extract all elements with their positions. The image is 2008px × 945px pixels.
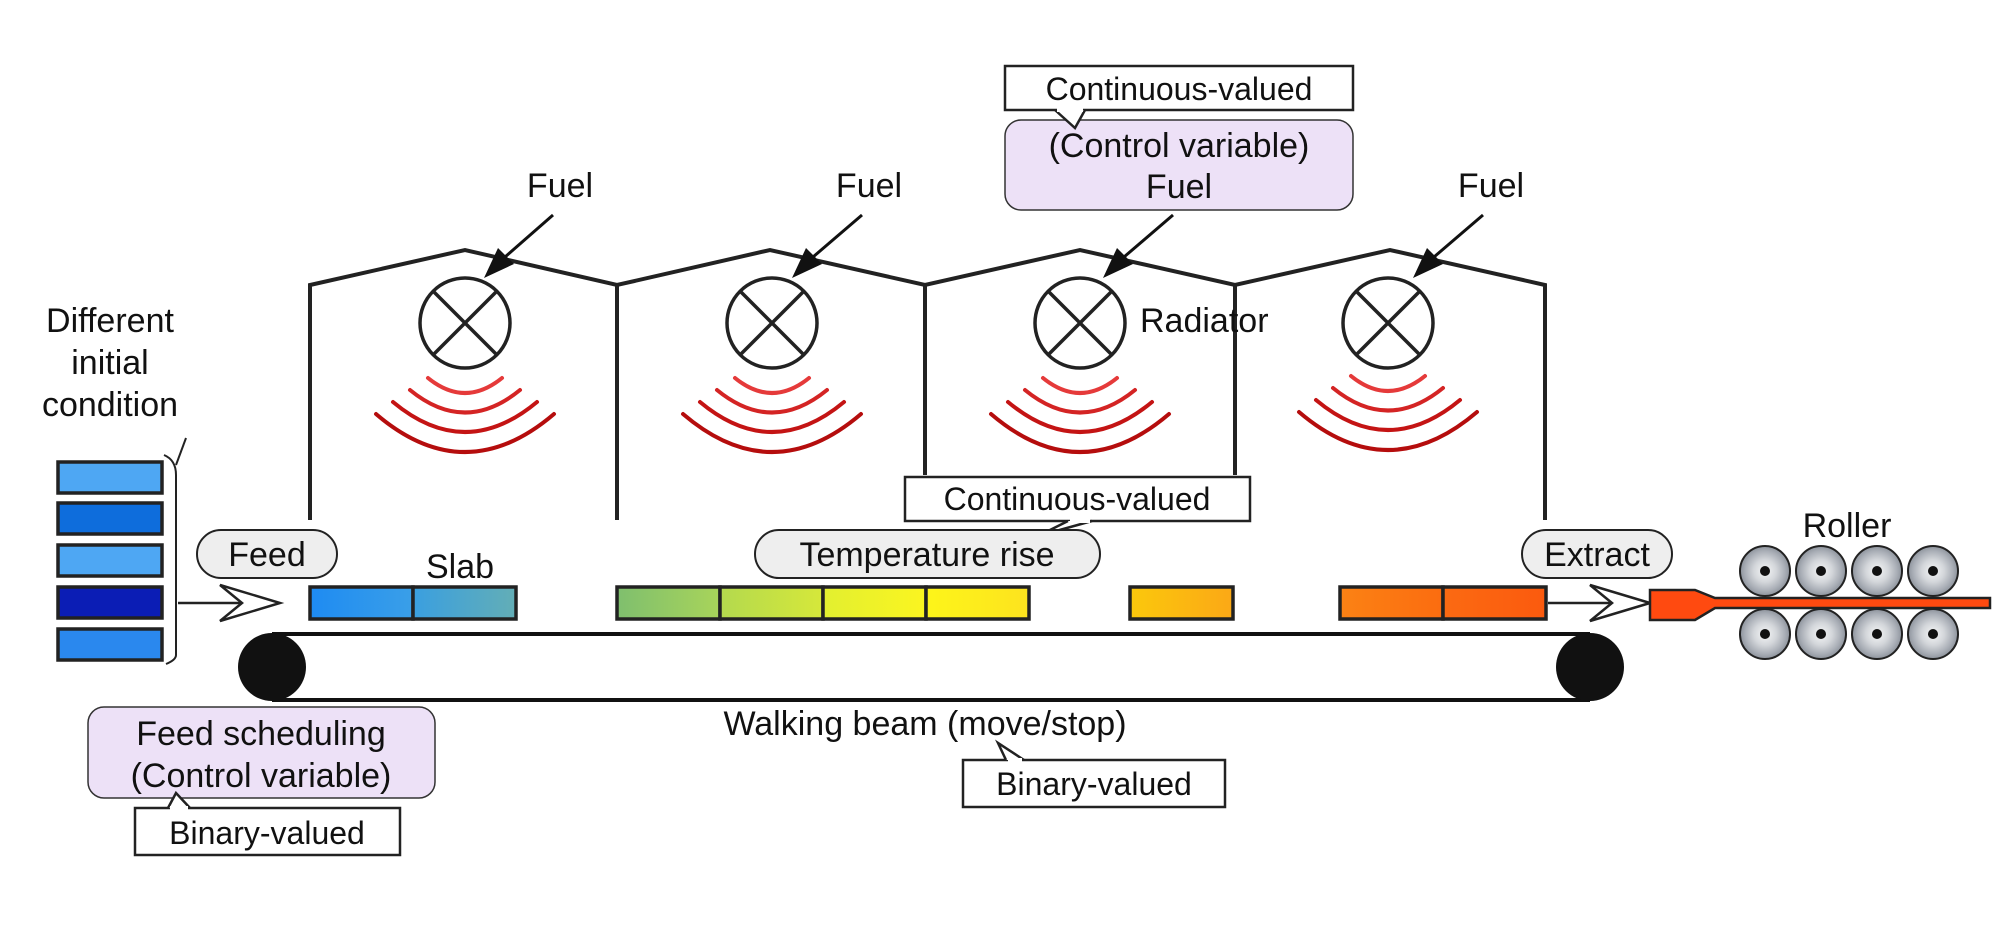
slab — [924, 585, 1031, 621]
roller-icon — [1851, 545, 1903, 597]
temperature-rise-pill: Temperature rise — [754, 529, 1101, 579]
feed-scheduling-callout-text: Binary-valued — [169, 815, 365, 851]
extract-arrow-icon — [1548, 583, 1655, 623]
walking-beam — [238, 632, 1624, 702]
slab — [411, 585, 518, 621]
walking-beam-callout: Binary-valued — [961, 739, 1227, 809]
fuel-control-line1: (Control variable) — [1049, 127, 1310, 165]
temperature-rise-label: Temperature rise — [799, 536, 1054, 574]
slab — [308, 585, 415, 621]
feed-pill: Feed — [196, 529, 338, 579]
fuel-control-callout-text: Continuous-valued — [1046, 71, 1313, 107]
roller-icon — [1739, 608, 1791, 660]
extract-pill: Extract — [1521, 529, 1673, 579]
burner-icon — [1341, 276, 1435, 370]
slab-row — [308, 585, 1548, 621]
initial-slab — [56, 501, 164, 536]
feed-label: Feed — [228, 536, 306, 574]
fuel-control-box — [1004, 119, 1354, 211]
fuel-arrow-icon — [792, 213, 863, 278]
roller-icon — [1795, 608, 1847, 660]
brace-pointer — [175, 437, 187, 466]
feed-arrow-icon — [178, 583, 285, 623]
different-initial-line1: Different — [46, 302, 174, 340]
feed-scheduling-line1: Feed scheduling — [136, 715, 386, 753]
initial-slab — [56, 627, 164, 662]
billet — [1648, 588, 1992, 622]
heat-wave-icon — [681, 376, 863, 454]
beam-wheel-icon — [1556, 633, 1624, 701]
radiator-label: Radiator — [1140, 302, 1269, 340]
slab-label: Slab — [426, 548, 494, 586]
different-initial-line3: condition — [42, 386, 178, 424]
slab — [718, 585, 825, 621]
fuel-arrow-icon — [1103, 213, 1174, 278]
roller-label: Roller — [1803, 507, 1892, 545]
temperature-callout-text: Continuous-valued — [944, 481, 1211, 517]
initial-slab — [56, 543, 164, 578]
fuel-label: Fuel — [527, 167, 593, 205]
slab — [821, 585, 928, 621]
beam-wheel-icon — [238, 633, 306, 701]
feed-scheduling-line2: (Control variable) — [131, 757, 392, 795]
slab — [1338, 585, 1445, 621]
roller-icon — [1739, 545, 1791, 597]
different-initial-line2: initial — [71, 344, 148, 382]
slab — [1441, 585, 1548, 621]
burner-icon — [418, 276, 512, 370]
roller-icon — [1851, 608, 1903, 660]
extract-label: Extract — [1544, 536, 1650, 574]
slab — [615, 585, 722, 621]
burner-icon — [725, 276, 819, 370]
initial-slab-stack — [56, 460, 164, 662]
fuel-control-line2: Fuel — [1146, 168, 1212, 206]
feed-scheduling-callout: Binary-valued — [133, 790, 402, 857]
roller-icon — [1907, 608, 1959, 660]
heat-wave-icon — [374, 376, 556, 454]
slab — [1128, 585, 1235, 621]
burner-icon — [1033, 276, 1127, 370]
fuel-arrow-icon — [1413, 213, 1484, 278]
fuel-arrow-icon — [484, 213, 554, 278]
roller-set — [1739, 545, 1959, 660]
feed-scheduling-box — [87, 706, 436, 799]
heat-wave-icon — [1297, 374, 1479, 452]
fuel-label: Fuel — [1458, 167, 1524, 205]
roller-icon — [1795, 545, 1847, 597]
temperature-callout: Continuous-valued — [903, 475, 1252, 538]
fuel-label: Fuel — [836, 167, 902, 205]
roller-icon — [1907, 545, 1959, 597]
walking-beam-callout-text: Binary-valued — [996, 766, 1192, 802]
furnace-outline — [308, 247, 1547, 520]
walking-beam-label: Walking beam (move/stop) — [723, 705, 1126, 743]
fuel-control-callout: Continuous-valued — [1003, 64, 1355, 130]
initial-slab — [56, 585, 164, 620]
brace-icon — [163, 454, 177, 665]
heat-wave-icon — [989, 376, 1171, 454]
initial-slab — [56, 460, 164, 495]
